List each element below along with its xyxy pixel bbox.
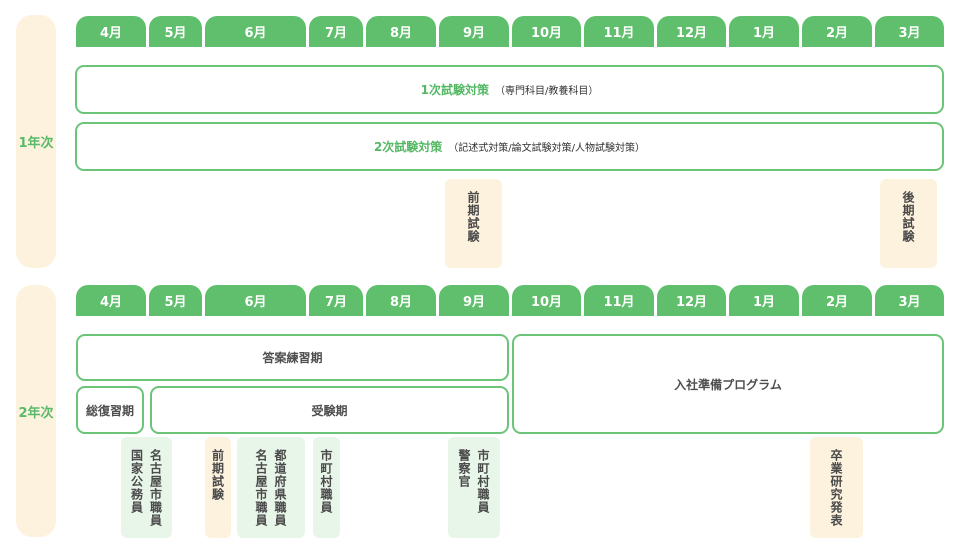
month-cell: 8月 — [366, 285, 436, 316]
year2-label: 2年次 — [16, 285, 56, 537]
exam-tag-first-half: 前期試験 — [445, 179, 502, 268]
month-cell: 9月 — [439, 16, 509, 47]
answer-practice-bar: 答案練習期 — [76, 334, 509, 381]
exam-tag-text: 都道府県職員 — [273, 449, 287, 527]
exam-tag-text: 名古屋市職員 — [148, 449, 163, 527]
month-cell: 1月 — [729, 16, 799, 47]
onboarding-program-bar: 入社準備プログラム — [512, 334, 944, 434]
exam-tag-text: 市町村職員 — [476, 449, 490, 514]
month-cell: 12月 — [657, 16, 726, 47]
exam-tag-prefecture-nagoya: 都道府県職員 名古屋市職員 — [237, 437, 305, 538]
exam-tag-municipal: 市町村職員 — [313, 437, 340, 538]
exam-tag-text: 前期試験 — [466, 191, 480, 243]
month-cell: 2月 — [802, 16, 872, 47]
month-cell: 8月 — [366, 16, 436, 47]
exam-tag-municipal-police: 市町村職員 警察官 — [448, 437, 500, 538]
month-cell: 6月 — [205, 16, 306, 47]
month-cell: 10月 — [512, 285, 581, 316]
month-cell: 5月 — [149, 16, 202, 47]
month-cell: 11月 — [584, 285, 654, 316]
month-cell: 7月 — [309, 16, 363, 47]
month-cell: 9月 — [439, 285, 509, 316]
exam-tag-text: 国家公務員 — [129, 449, 144, 514]
month-cell: 10月 — [512, 16, 581, 47]
exam-tag-text: 卒業研究発表 — [829, 449, 843, 527]
bar-title: 1次試験対策 — [420, 83, 489, 97]
month-cell: 1月 — [729, 285, 799, 316]
month-cell: 11月 — [584, 16, 654, 47]
bar-subtitle: （専門科目/教養科目） — [494, 86, 599, 97]
exam-tag-text: 名古屋市職員 — [254, 449, 268, 527]
exam-tag-text: 市町村職員 — [319, 449, 333, 514]
review-bar: 総復習期 — [76, 386, 144, 434]
first-exam-prep-bar: 1次試験対策 （専門科目/教養科目） — [75, 65, 944, 114]
month-cell: 4月 — [76, 285, 146, 316]
exam-tag-second-half: 後期試験 — [880, 179, 937, 268]
month-cell: 7月 — [309, 285, 363, 316]
exam-tag-graduation-research: 卒業研究発表 — [810, 437, 863, 538]
month-cell: 5月 — [149, 285, 202, 316]
exam-tag-text: 後期試験 — [901, 191, 915, 243]
exam-tag-nagoya-national: 名古屋市職員 国家公務員 — [121, 437, 172, 538]
year1-label: 1年次 — [16, 15, 56, 268]
month-cell: 3月 — [875, 285, 944, 316]
exam-tag-text: 警察官 — [457, 449, 471, 488]
month-cell: 6月 — [205, 285, 306, 316]
bar-subtitle: （記述式対策/論文試験対策/人物試験対策） — [448, 143, 646, 154]
exam-period-bar: 受験期 — [150, 386, 509, 434]
month-cell: 2月 — [802, 285, 872, 316]
exam-tag-text: 前期試験 — [210, 449, 225, 501]
month-cell: 3月 — [875, 16, 944, 47]
bar-title: 2次試験対策 — [373, 140, 443, 154]
second-exam-prep-bar: 2次試験対策 （記述式対策/論文試験対策/人物試験対策） — [75, 122, 944, 171]
month-cell: 4月 — [76, 16, 146, 47]
exam-tag-first-half: 前期試験 — [205, 437, 231, 538]
month-cell: 12月 — [657, 285, 726, 316]
